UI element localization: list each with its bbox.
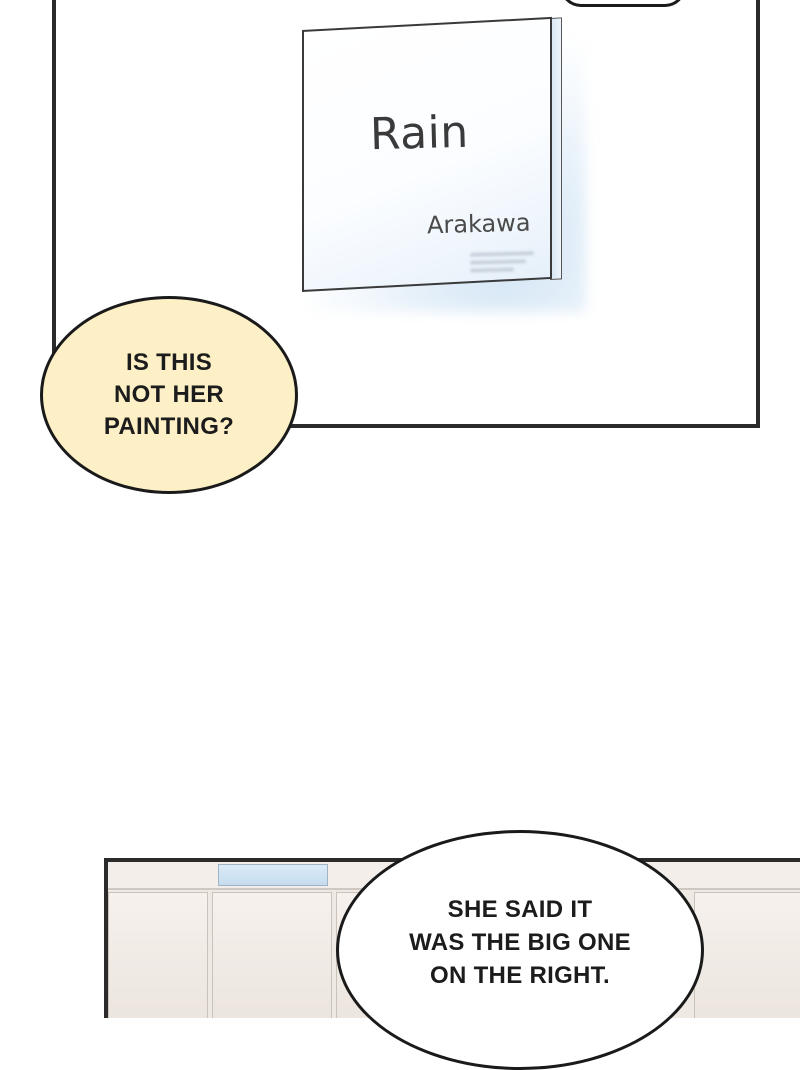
speech-bubble-question: IS THIS NOT HER PAINTING? <box>40 296 298 494</box>
speech-line: SHE SAID IT <box>447 896 593 923</box>
speech-line: IS THIS <box>125 349 213 376</box>
gallery-wall-section <box>212 892 332 1018</box>
speech-bubble-answer: SHE SAID IT WAS THE BIG ONE ON THE RIGHT… <box>336 830 704 1070</box>
speech-bubble-text: IS THIS NOT HER PAINTING? <box>104 347 234 443</box>
speech-line: NOT HER <box>113 381 225 408</box>
speech-line: PAINTING? <box>103 413 235 440</box>
plaque-title: Rain <box>369 106 470 161</box>
speech-bubble-text: SHE SAID IT WAS THE BIG ONE ON THE RIGHT… <box>409 893 631 992</box>
gallery-wall-section <box>694 892 800 1018</box>
plaque-artist: Arakawa <box>426 208 531 240</box>
speech-line: ON THE RIGHT. <box>430 962 610 989</box>
offscreen-speech-bubble-edge <box>560 0 686 7</box>
speech-line: WAS THE BIG ONE <box>409 929 631 956</box>
gallery-wall-section <box>108 892 208 1018</box>
skylight-window <box>218 864 328 886</box>
